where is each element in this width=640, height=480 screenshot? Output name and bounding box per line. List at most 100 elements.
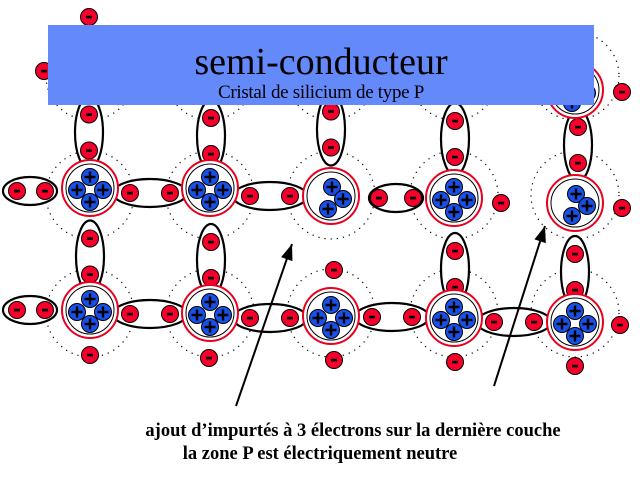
minus-icon: [452, 249, 458, 253]
page-title: semi-conducteur: [194, 41, 448, 83]
electron: [446, 353, 464, 371]
plus-icon: [312, 312, 324, 324]
minus-icon: [452, 360, 458, 364]
electron: [403, 308, 421, 326]
arrowhead-icon: [281, 244, 293, 262]
inner-shell-ring: [429, 293, 479, 343]
outer-shell-ring: [546, 174, 604, 232]
proton: [322, 321, 340, 339]
plus-icon: [581, 200, 593, 212]
proton: [68, 303, 86, 321]
arrow-shaft: [235, 243, 293, 407]
proton: [81, 315, 99, 333]
electron: [569, 118, 587, 136]
minus-icon: [86, 149, 92, 152]
electron: [8, 301, 26, 319]
minus-icon: [369, 315, 375, 319]
electron: [80, 8, 98, 26]
arrowhead-icon: [534, 226, 546, 244]
electron: [525, 313, 543, 331]
outer-shell-ring: [546, 293, 604, 351]
minus-icon: [498, 201, 504, 205]
proton: [81, 290, 99, 308]
minus-icon: [86, 113, 92, 116]
covalent-bond-horizontal: [1, 175, 59, 207]
electron: [80, 105, 98, 124]
minus-icon: [287, 194, 293, 198]
outer-shell-ring: [302, 167, 360, 225]
outer-shell-ring: [425, 169, 483, 227]
proton: [445, 323, 463, 341]
minus-icon: [575, 125, 581, 129]
proton: [309, 309, 327, 327]
electron: [80, 141, 98, 160]
arrow-shaft: [493, 225, 546, 387]
covalent-bond-vertical: [195, 222, 227, 298]
covalent-bond-vertical: [73, 95, 105, 170]
minus-icon: [87, 237, 93, 240]
electron: [36, 301, 54, 319]
plus-icon: [84, 196, 96, 208]
proton: [578, 197, 596, 215]
proton: [432, 311, 450, 329]
plus-icon: [338, 312, 350, 324]
minus-icon: [410, 196, 416, 200]
minus-icon: [208, 152, 214, 156]
proton: [201, 293, 219, 311]
atom-silicon: [425, 169, 483, 227]
arrow: [235, 243, 293, 407]
plus-icon: [204, 321, 216, 333]
minus-icon: [287, 316, 293, 320]
proton: [94, 181, 112, 199]
minus-icon: [452, 285, 458, 289]
electron: [161, 184, 179, 202]
proton: [214, 181, 232, 199]
minus-icon: [206, 356, 212, 360]
electron: [241, 309, 259, 327]
electron: [485, 313, 503, 331]
covalent-bond-vertical: [562, 107, 594, 183]
plus-icon: [204, 171, 216, 183]
caption-neutral: la zone P est électriquement neutre: [182, 444, 458, 464]
plus-icon: [217, 184, 229, 196]
electron: [322, 138, 340, 157]
atom-silicon: [181, 284, 239, 342]
proton: [201, 318, 219, 336]
minus-icon: [572, 252, 578, 256]
proton: [566, 302, 584, 320]
minus-icon: [208, 276, 214, 280]
minus-icon: [572, 364, 578, 368]
arrow: [493, 225, 546, 387]
plus-icon: [84, 171, 96, 183]
electron: [325, 351, 343, 369]
covalent-bond-horizontal: [1, 294, 59, 326]
plus-icon: [325, 324, 337, 336]
minus-icon: [167, 312, 173, 316]
minus-icon: [328, 110, 334, 113]
minus-icon: [41, 69, 47, 73]
electron: [611, 316, 629, 334]
proton: [445, 178, 463, 196]
minus-icon: [328, 146, 334, 149]
electron: [81, 346, 99, 364]
minus-icon: [409, 315, 415, 319]
minus-icon: [331, 268, 337, 272]
proton: [334, 190, 352, 208]
electron: [325, 261, 343, 279]
electron: [121, 184, 139, 202]
inner-shell-ring: [550, 297, 600, 347]
proton: [94, 303, 112, 321]
plus-icon: [84, 293, 96, 305]
minus-icon: [452, 155, 458, 159]
electron: [200, 349, 218, 367]
electron: [569, 154, 587, 172]
outer-shell-ring: [425, 289, 483, 347]
proton: [201, 168, 219, 186]
minus-icon: [452, 119, 458, 123]
caption-impurities: ajout d’impurtés à 3 électrons sur la de…: [145, 421, 561, 441]
electron: [446, 148, 464, 166]
covalent-bond-vertical: [315, 92, 347, 167]
atom-silicon: [546, 293, 604, 351]
plus-icon: [448, 206, 460, 218]
plus-icon: [204, 196, 216, 208]
